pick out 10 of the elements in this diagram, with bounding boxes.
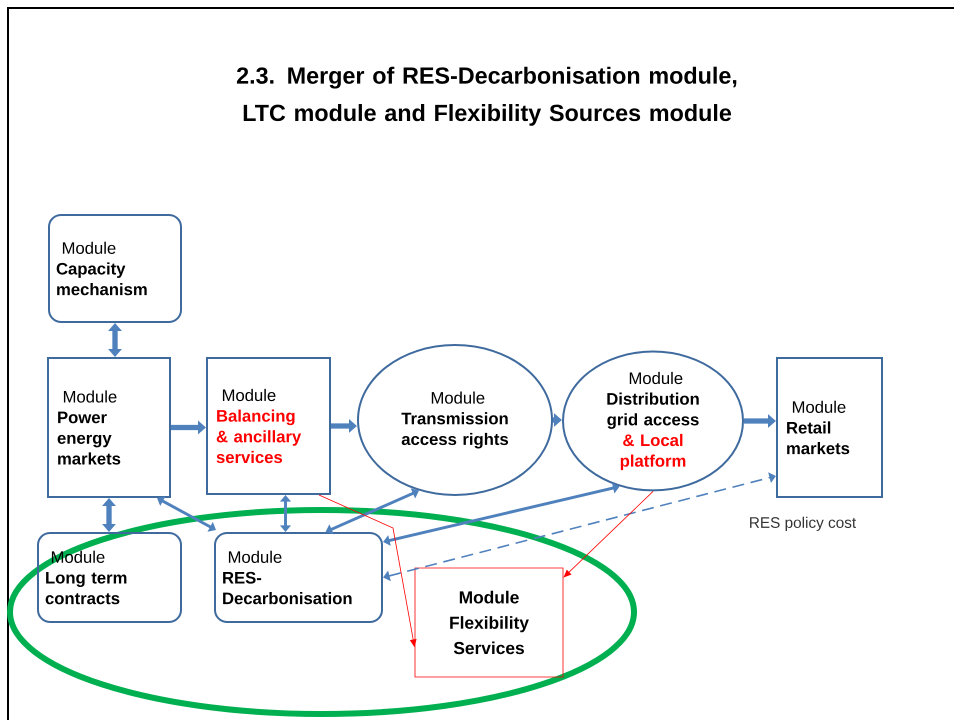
- module-box: Module RES-Decarbonisation: [214, 532, 383, 623]
- module-box: Module Capacity mechanism: [48, 214, 182, 323]
- module-box: Module Balancing & ancillary services: [206, 357, 331, 495]
- module-box: Module Power energy markets: [47, 357, 171, 498]
- module-box: Module Flexibility Services: [414, 568, 564, 678]
- note-text: RES policy cost: [750, 516, 856, 531]
- title: 2.3. Merger of RES-Decarbonisation module, LTC module and Flexibility Sources module: [236, 66, 736, 126]
- arrow: [383, 472, 776, 582]
- module-box: Module Retail markets: [776, 357, 883, 498]
- arrow: [326, 488, 419, 534]
